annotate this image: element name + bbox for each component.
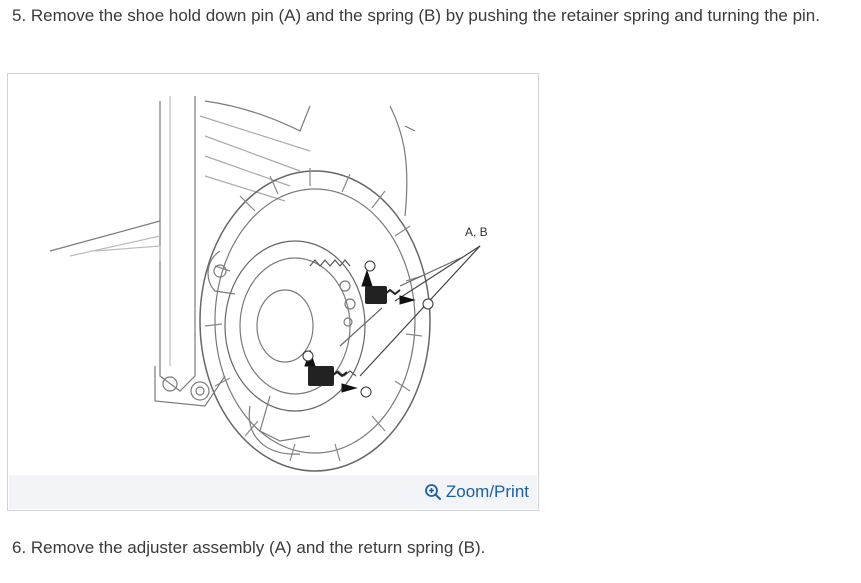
figure-panel: A, B Zoom/Print — [7, 73, 539, 511]
zoom-print-link[interactable]: Zoom/Print — [424, 481, 529, 503]
step-6-text: 6. Remove the adjuster assembly (A) and … — [12, 538, 486, 557]
callout-label: A, B — [465, 225, 488, 239]
zoom-print-label: Zoom/Print — [445, 482, 529, 501]
figure-footer: Zoom/Print — [9, 475, 537, 509]
zoom-in-icon — [424, 484, 441, 500]
brake-assembly-illustration: A, B — [49, 96, 488, 472]
step-5-text: 5. Remove the shoe hold down pin (A) and… — [12, 6, 820, 25]
